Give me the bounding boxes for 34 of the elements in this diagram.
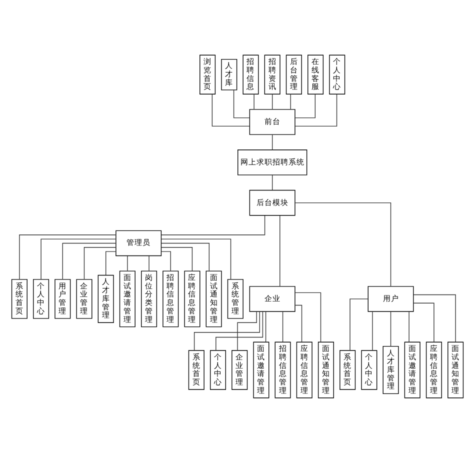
- connector: [271, 174, 272, 190]
- connector: [193, 310, 260, 350]
- connector: [408, 310, 409, 342]
- connector: [349, 298, 368, 350]
- connector: [40, 238, 116, 280]
- connector: [62, 242, 116, 279]
- connector: [232, 89, 250, 118]
- connector: [412, 294, 456, 342]
- connector: [160, 238, 231, 280]
- connector: [294, 202, 391, 286]
- connector: [215, 310, 263, 350]
- connector: [126, 255, 128, 271]
- connector: [271, 134, 272, 150]
- connector: [236, 310, 256, 350]
- connector: [160, 214, 265, 235]
- connector: [160, 242, 210, 271]
- connector: [390, 310, 391, 346]
- connector: [279, 214, 280, 286]
- connector: [264, 310, 266, 342]
- connector: [294, 94, 337, 126]
- connector: [253, 93, 254, 110]
- connector: [412, 302, 434, 342]
- connector: [148, 255, 149, 271]
- connector: [294, 292, 321, 342]
- connector: [160, 246, 192, 271]
- connector: [294, 93, 316, 118]
- connector: [211, 94, 250, 126]
- connector: [83, 246, 116, 280]
- connector: [282, 310, 283, 342]
- connector: [104, 250, 116, 275]
- connector: [18, 234, 116, 280]
- connector: [294, 304, 302, 342]
- connector: [160, 250, 170, 271]
- connector: [271, 93, 272, 110]
